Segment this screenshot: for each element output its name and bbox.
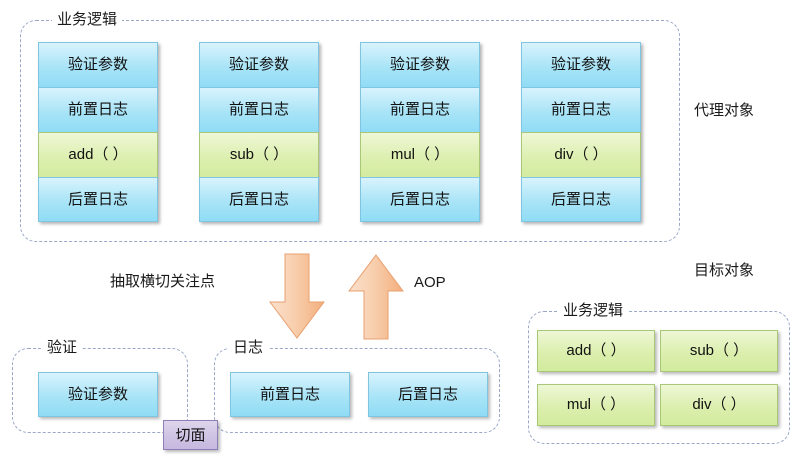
stack-cell-before-log: 前置日志: [199, 87, 319, 132]
stack-cell-validate-params: 验证参数: [521, 42, 641, 87]
proxy-object-group: [20, 20, 680, 242]
proxy-object-caption: 代理对象: [694, 101, 755, 119]
target-method-add: add（ ）: [537, 330, 655, 372]
before-log-box: 前置日志: [230, 372, 350, 417]
proxy-stack-div: 验证参数 前置日志 div（ ） 后置日志: [521, 42, 641, 222]
validation-group: [12, 348, 188, 433]
stack-cell-method: sub（ ）: [199, 132, 319, 177]
target-method-div: div（ ）: [660, 384, 778, 426]
proxy-stack-mul: 验证参数 前置日志 mul（ ） 后置日志: [360, 42, 480, 222]
stack-cell-method: mul（ ）: [360, 132, 480, 177]
stack-cell-method: add（ ）: [38, 132, 158, 177]
proxy-stack-add: 验证参数 前置日志 add（ ） 后置日志: [38, 42, 158, 222]
proxy-group-label: 业务逻辑: [52, 11, 123, 28]
stack-cell-validate-params: 验证参数: [38, 42, 158, 87]
target-object-caption: 目标对象: [694, 261, 755, 279]
up-arrow: [347, 254, 405, 340]
stack-cell-before-log: 前置日志: [38, 87, 158, 132]
stack-cell-before-log: 前置日志: [360, 87, 480, 132]
down-arrow: [268, 253, 326, 340]
stack-cell-validate-params: 验证参数: [360, 42, 480, 87]
extract-concerns-label: 抽取横切关注点: [110, 272, 216, 290]
validation-group-label: 验证: [42, 339, 83, 356]
target-method-mul: mul（ ）: [537, 384, 655, 426]
target-group-label: 业务逻辑: [558, 302, 629, 319]
stack-cell-method: div（ ）: [521, 132, 641, 177]
log-group: [214, 348, 500, 433]
log-group-label: 日志: [228, 339, 269, 356]
proxy-stack-sub: 验证参数 前置日志 sub（ ） 后置日志: [199, 42, 319, 222]
target-method-sub: sub（ ）: [660, 330, 778, 372]
stack-cell-after-log: 后置日志: [38, 177, 158, 222]
stack-cell-after-log: 后置日志: [521, 177, 641, 222]
stack-cell-before-log: 前置日志: [521, 87, 641, 132]
target-business-logic-group: [528, 311, 790, 444]
aop-label: AOP: [414, 274, 446, 291]
stack-cell-validate-params: 验证参数: [199, 42, 319, 87]
validation-param-box: 验证参数: [38, 372, 158, 417]
stack-cell-after-log: 后置日志: [360, 177, 480, 222]
aspect-badge: 切面: [163, 420, 218, 450]
after-log-box: 后置日志: [368, 372, 488, 417]
stack-cell-after-log: 后置日志: [199, 177, 319, 222]
